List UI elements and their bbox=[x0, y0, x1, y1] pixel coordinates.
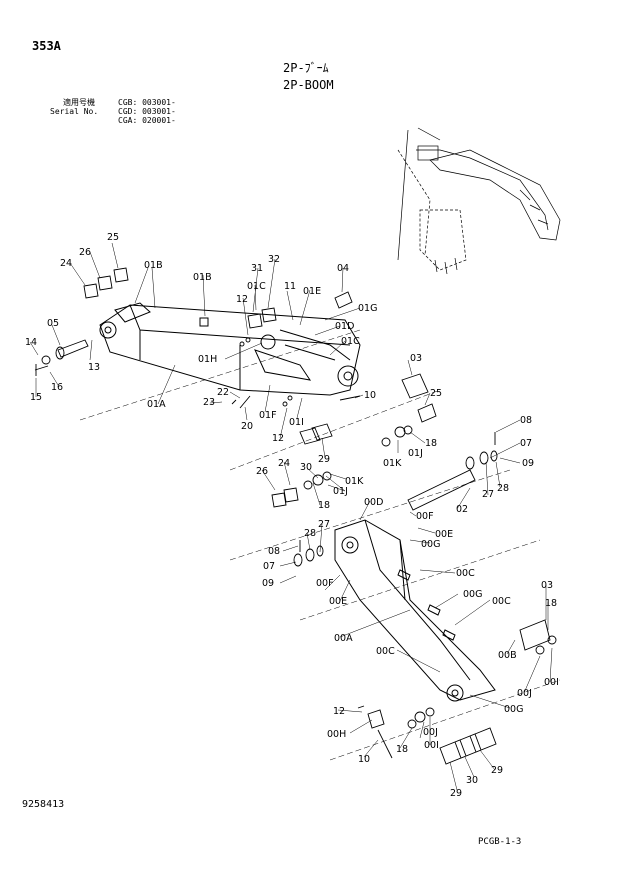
page-title-english: 2P-BOOM bbox=[283, 78, 334, 92]
callout-01e: 01E bbox=[303, 286, 321, 297]
callout-07: 07 bbox=[263, 561, 275, 572]
page-title-japanese: 2P-ﾌﾞｰﾑ bbox=[283, 61, 329, 75]
callout-00d: 00D bbox=[364, 497, 383, 508]
callout-01c: 01C bbox=[247, 281, 266, 292]
serial-range-cga: CGA: 020001- bbox=[118, 116, 176, 125]
callout-12: 12 bbox=[272, 433, 284, 444]
callout-01c: 01C bbox=[341, 336, 360, 347]
serial-label-english: Serial No. bbox=[50, 107, 99, 116]
callout-12: 12 bbox=[236, 294, 248, 305]
callout-18: 18 bbox=[545, 598, 557, 609]
callout-27: 27 bbox=[318, 519, 330, 530]
callout-08: 08 bbox=[520, 415, 532, 426]
callout-00f: 00F bbox=[416, 511, 434, 522]
callout-00i: 00I bbox=[424, 740, 439, 751]
callout-00g: 00G bbox=[421, 539, 440, 550]
callout-24: 24 bbox=[60, 258, 72, 269]
callout-00f: 00F bbox=[316, 578, 334, 589]
callout-07: 07 bbox=[520, 438, 532, 449]
callout-01g: 01G bbox=[358, 303, 377, 314]
bolts bbox=[34, 337, 496, 759]
callout-01b: 01B bbox=[144, 260, 163, 271]
callout-26: 26 bbox=[79, 247, 91, 258]
callout-00j: 00J bbox=[423, 727, 438, 738]
callout-01a: 01A bbox=[147, 399, 166, 410]
boom-1st-stage bbox=[99, 302, 361, 396]
leader-lines bbox=[29, 242, 561, 791]
callout-01d: 01D bbox=[335, 321, 354, 332]
callout-00g: 00G bbox=[504, 704, 523, 715]
callout-11: 11 bbox=[284, 281, 296, 292]
callout-29: 29 bbox=[491, 765, 503, 776]
callout-01b: 01B bbox=[193, 272, 212, 283]
callout-31: 31 bbox=[251, 263, 263, 274]
serial-range-cgd: CGD: 003001- bbox=[118, 107, 176, 116]
pins-and-bushings bbox=[55, 291, 557, 729]
serial-range-cgb: CGB: 003001- bbox=[118, 98, 176, 107]
callout-labels: 25 26 24 01B 01B 32 31 04 01C 11 01E 12 … bbox=[25, 232, 559, 799]
callout-01f: 01F bbox=[259, 410, 277, 421]
excavator-thumbnail bbox=[397, 127, 561, 275]
callout-28: 28 bbox=[304, 528, 316, 539]
callout-00i: 00I bbox=[544, 677, 559, 688]
serial-label-japanese: 適用号機 bbox=[63, 98, 95, 107]
callout-10: 10 bbox=[364, 390, 376, 401]
callout-29: 29 bbox=[450, 788, 462, 799]
callout-12: 12 bbox=[333, 706, 345, 717]
callout-30: 30 bbox=[300, 462, 312, 473]
boom-2nd-stage bbox=[334, 519, 496, 702]
callout-00e: 00E bbox=[329, 596, 347, 607]
callout-00c: 00C bbox=[456, 568, 475, 579]
callout-03: 03 bbox=[410, 353, 422, 364]
callout-16: 16 bbox=[51, 382, 63, 393]
document-number: 9258413 bbox=[22, 799, 65, 810]
callout-18: 18 bbox=[318, 500, 330, 511]
callout-01k: 01K bbox=[345, 476, 364, 487]
callout-01i: 01I bbox=[289, 417, 304, 428]
callout-00c: 00C bbox=[376, 646, 395, 657]
callout-24: 24 bbox=[278, 458, 290, 469]
page-code: 353A bbox=[32, 39, 61, 53]
callout-29: 29 bbox=[318, 454, 330, 465]
callout-01k: 01K bbox=[383, 458, 402, 469]
callout-05: 05 bbox=[47, 318, 59, 329]
callout-00j: 00J bbox=[517, 688, 532, 699]
callout-02: 02 bbox=[456, 504, 468, 515]
callout-00c: 00C bbox=[492, 596, 511, 607]
shims-and-plates bbox=[83, 267, 497, 765]
callout-15: 15 bbox=[30, 392, 42, 403]
callout-01h: 01H bbox=[198, 354, 217, 365]
callout-32: 32 bbox=[268, 254, 280, 265]
callout-25: 25 bbox=[107, 232, 119, 243]
callout-00g: 00G bbox=[463, 589, 482, 600]
callout-30: 30 bbox=[466, 775, 478, 786]
callout-09: 09 bbox=[262, 578, 274, 589]
callout-01j: 01J bbox=[408, 448, 423, 459]
callout-03: 03 bbox=[541, 580, 553, 591]
callout-10: 10 bbox=[358, 754, 370, 765]
callout-00a: 00A bbox=[334, 633, 353, 644]
callout-08: 08 bbox=[268, 546, 280, 557]
callout-18: 18 bbox=[396, 744, 408, 755]
callout-23: 23 bbox=[203, 397, 215, 408]
callout-27: 27 bbox=[482, 489, 494, 500]
callout-28: 28 bbox=[497, 483, 509, 494]
callout-22: 22 bbox=[217, 387, 229, 398]
callout-26: 26 bbox=[256, 466, 268, 477]
callout-04: 04 bbox=[337, 263, 349, 274]
callout-01j: 01J bbox=[333, 486, 348, 497]
callout-00e: 00E bbox=[435, 529, 453, 540]
callout-18: 18 bbox=[425, 438, 437, 449]
callout-25: 25 bbox=[430, 388, 442, 399]
callout-14: 14 bbox=[25, 337, 37, 348]
callout-13: 13 bbox=[88, 362, 100, 373]
page-reference: PCGB-1-3 bbox=[478, 837, 522, 847]
callout-20: 20 bbox=[241, 421, 253, 432]
callout-09: 09 bbox=[522, 458, 534, 469]
callout-00b: 00B bbox=[498, 650, 517, 661]
callout-00h: 00H bbox=[327, 729, 346, 740]
